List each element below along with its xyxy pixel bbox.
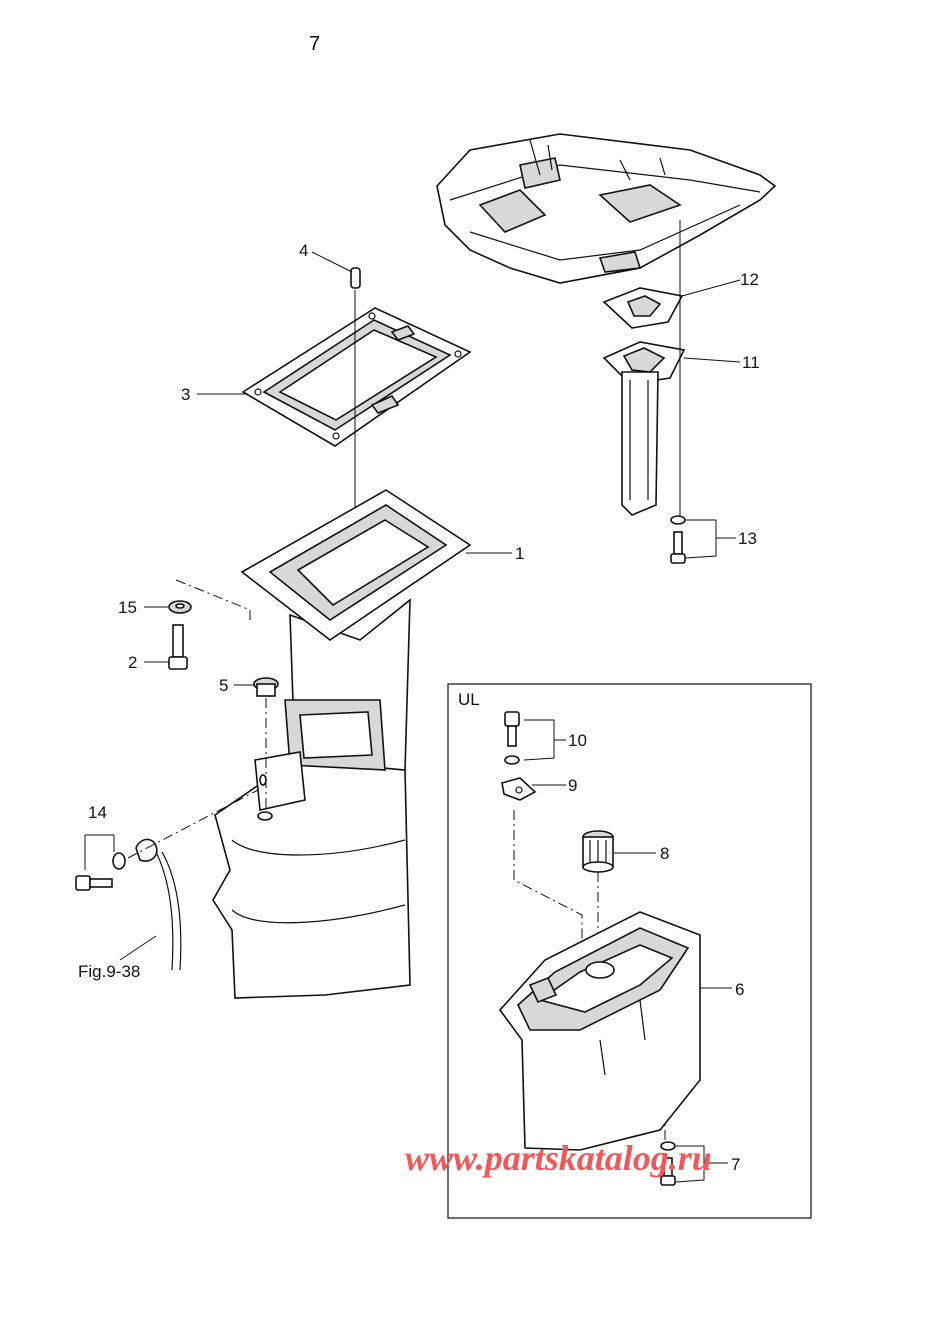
- ul-inset-label: UL: [458, 690, 480, 709]
- part-9-plate: 9: [501, 776, 577, 801]
- label-11: 11: [742, 353, 760, 372]
- engine-block-drawing: [436, 133, 777, 284]
- label-12: 12: [740, 270, 759, 289]
- label-5: 5: [219, 676, 228, 695]
- assembly-line-ground: [127, 789, 259, 859]
- part-3-gasket: 3: [181, 307, 472, 447]
- assembly-line-inset: [513, 810, 583, 950]
- ul-inset: UL 10 9 8: [447, 683, 812, 1219]
- ground-wire: [135, 838, 182, 971]
- label-9: 9: [568, 776, 577, 795]
- part-12-gasket: 12: [602, 270, 759, 329]
- label-3: 3: [181, 385, 190, 404]
- label-15: 15: [118, 598, 137, 617]
- part-7-bolt-washer: 7: [660, 1141, 740, 1186]
- part-8-bushing: 8: [582, 830, 669, 873]
- page-number: 7: [309, 33, 320, 55]
- assembly-line-bolt: [175, 579, 251, 622]
- part-10-bolt-washer: 10: [504, 711, 587, 765]
- watermark: www.partskatalog.ru: [405, 1138, 712, 1178]
- label-13: 13: [738, 529, 757, 548]
- label-8: 8: [660, 844, 669, 863]
- part-13-bolt-washer: 13: [670, 515, 757, 564]
- label-2: 2: [128, 653, 137, 672]
- part-5-grommet: 5: [219, 676, 279, 697]
- fig-reference: Fig.9-38: [78, 962, 140, 981]
- part-4-dowel-pin: 4: [299, 241, 361, 289]
- label-14: 14: [88, 803, 107, 822]
- part-6-lower-case: 6: [498, 911, 744, 1151]
- part-1-driveshaft-housing: 1: [212, 489, 524, 999]
- part-2-bolt: 2: [128, 624, 188, 672]
- label-10: 10: [568, 731, 587, 750]
- part-11-exhaust-tube: 11: [602, 341, 760, 516]
- fig-ref-leader: [119, 935, 157, 961]
- part-15-washer: 15: [118, 598, 192, 617]
- label-4: 4: [299, 241, 308, 260]
- label-7: 7: [731, 1155, 740, 1174]
- label-6: 6: [735, 980, 744, 999]
- part-14-bolt-washer: 14: [75, 803, 126, 891]
- label-1: 1: [515, 544, 524, 563]
